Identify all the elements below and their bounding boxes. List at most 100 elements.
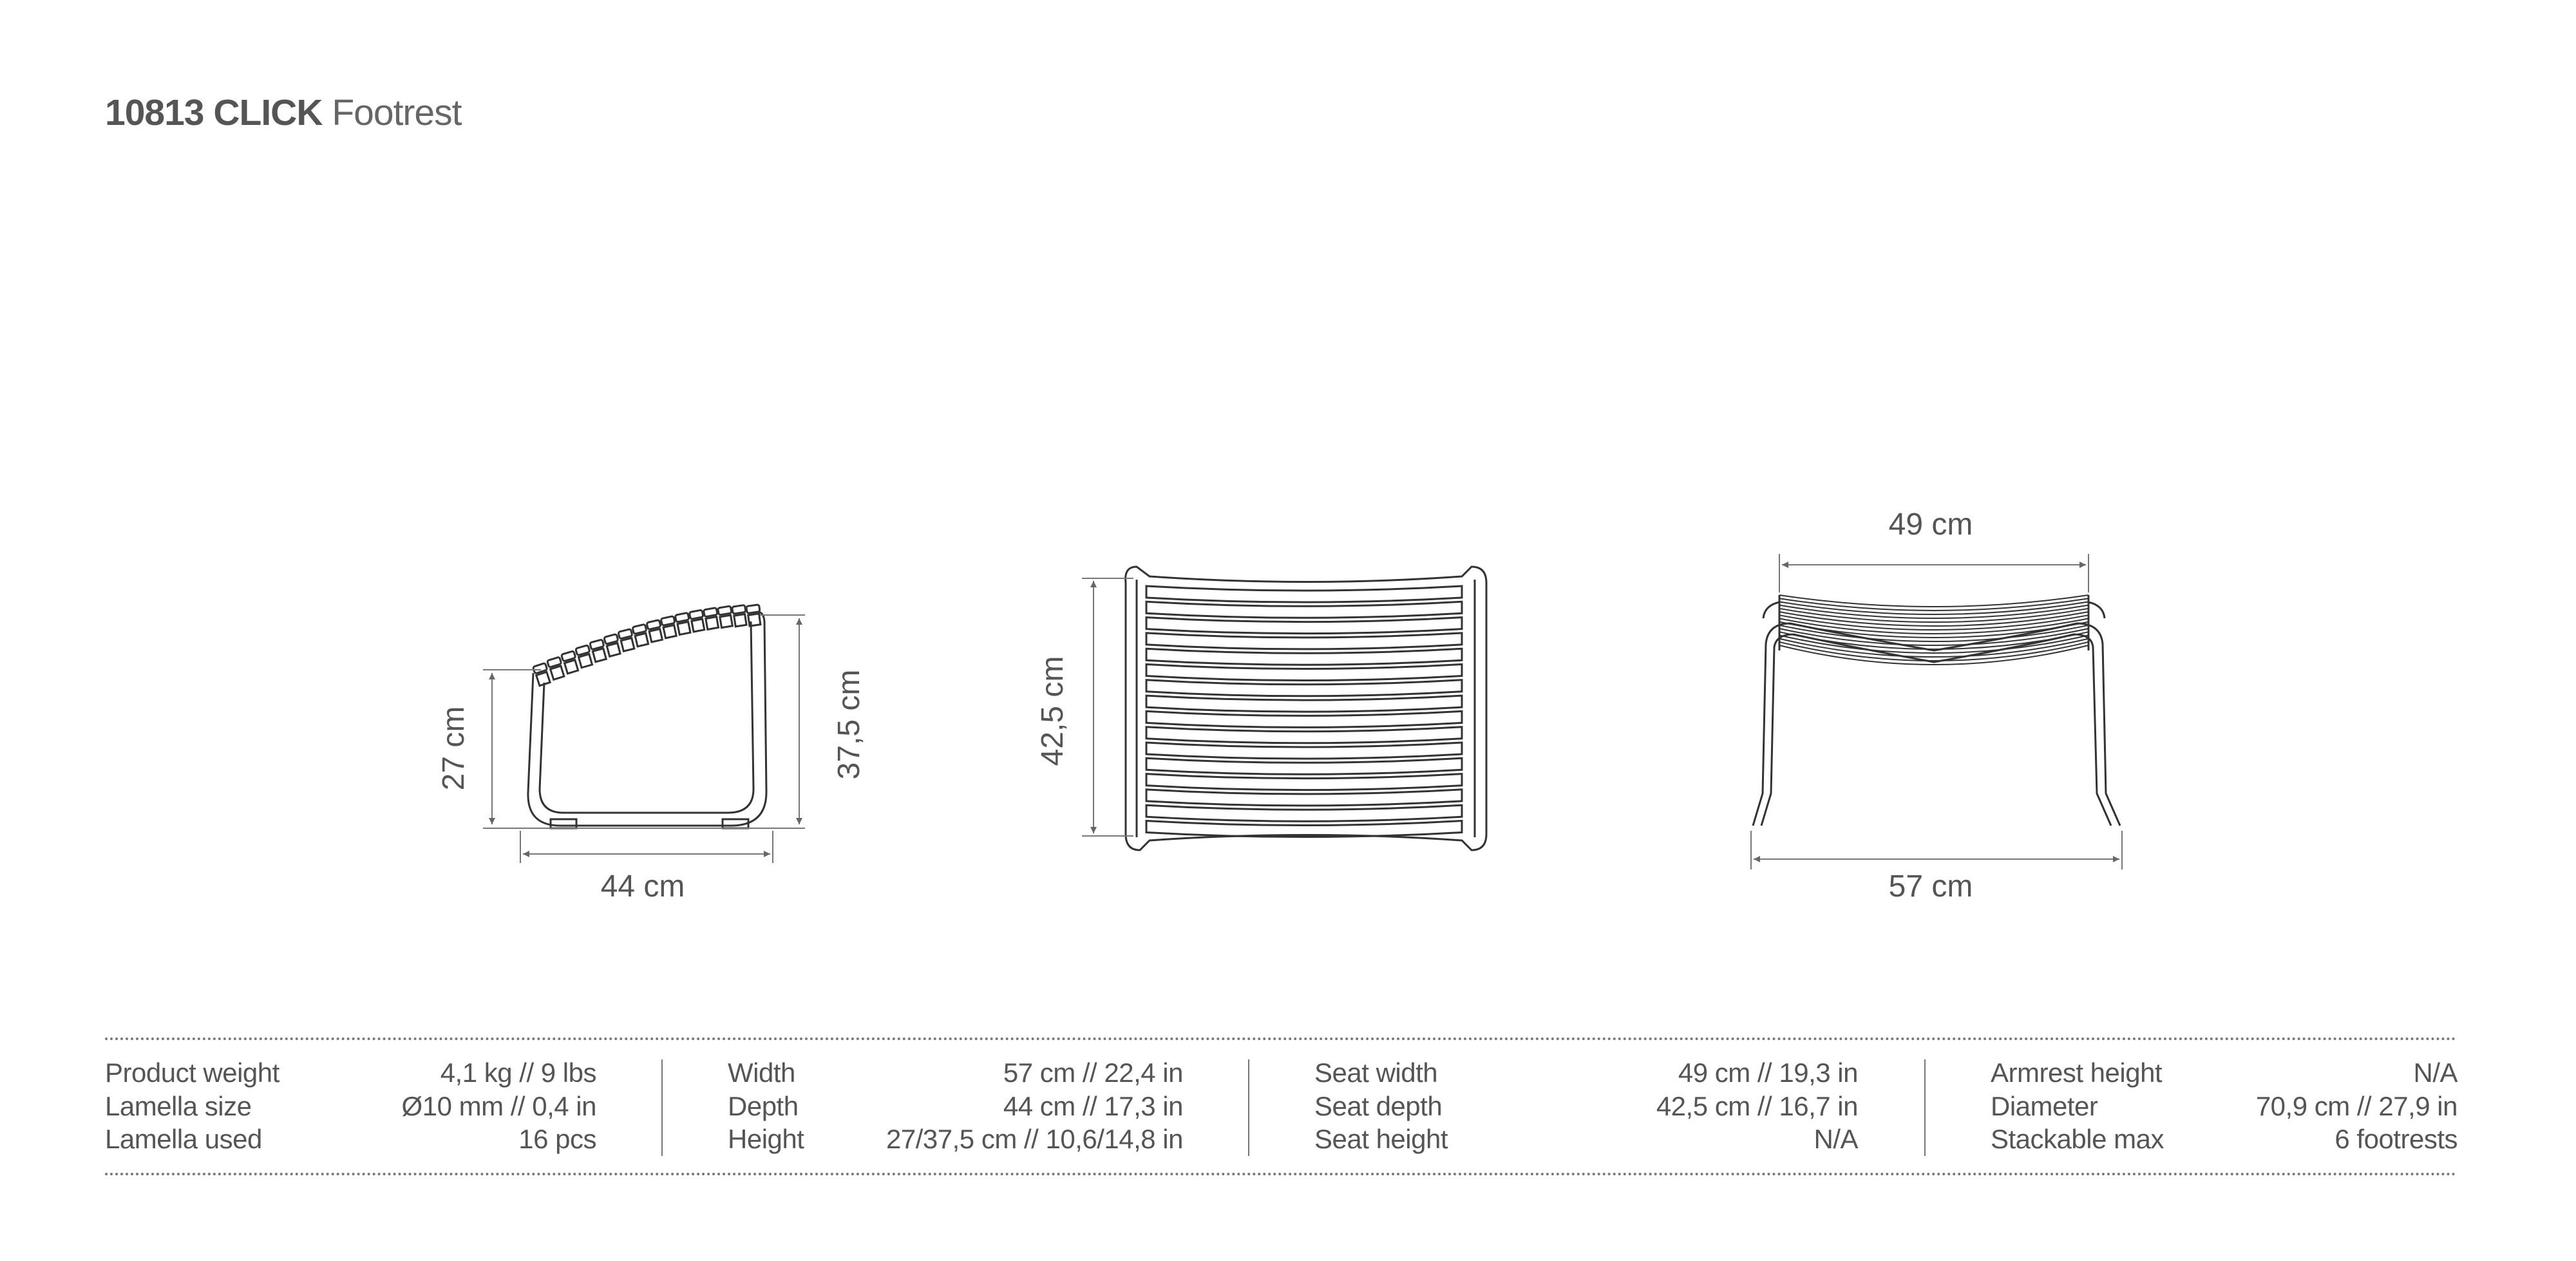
top-lamellas [1145, 585, 1463, 838]
side-lamella-clip [591, 647, 608, 663]
spec-label: Seat depth [1314, 1090, 1443, 1121]
top-lamella [1145, 679, 1463, 697]
top-lamella [1145, 647, 1463, 666]
product-line: CLICK [213, 92, 323, 133]
top-lamella [1145, 788, 1463, 807]
dim-label-side-depth: 44 cm [601, 869, 685, 904]
side-frame [527, 611, 768, 827]
page-title: 10813 CLICK Footrest [105, 91, 462, 134]
side-lamella [745, 603, 762, 627]
dim-label-seat-width: 49 cm [1889, 507, 1973, 542]
spec-value: 70,9 cm // 27,9 in [2255, 1090, 2458, 1121]
dotted-divider-bottom [105, 1173, 2458, 1175]
spec-label: Armrest height [1991, 1057, 2163, 1088]
spec-label: Stackable max [1991, 1124, 2164, 1154]
top-lamella [1145, 710, 1463, 728]
dim-label-total-width: 57 cm [1889, 869, 1973, 904]
front-lamella [1779, 607, 2089, 623]
top-lamella [1145, 616, 1463, 635]
front-lamella [1779, 618, 2089, 634]
dim-label-front-height: 27 cm [437, 706, 471, 791]
side-lamella-clip [577, 652, 594, 669]
dim-label-seat-depth: 42,5 cm [1036, 656, 1070, 766]
side-lamella-cap [646, 619, 661, 630]
dim-label-back-height: 37,5 cm [832, 670, 866, 780]
side-lamella-cap [574, 644, 591, 656]
front-view-drawing [1752, 594, 2121, 826]
spec-value: 6 footrests [2334, 1124, 2458, 1154]
side-lamella-cap [674, 612, 690, 623]
front-lamella [1779, 634, 2089, 654]
column-divider [1248, 1059, 1249, 1156]
spec-label: Lamella size [105, 1090, 252, 1121]
side-lamella-cap [660, 615, 676, 627]
front-lamella [1779, 594, 2089, 607]
top-lamella [1145, 773, 1463, 792]
spec-row: Lamella used 16 pcs [105, 1123, 596, 1156]
side-lamella [674, 612, 692, 636]
side-lamella-cap [688, 609, 705, 620]
side-lamella [618, 628, 636, 653]
side-lamella-cap [589, 639, 605, 650]
spec-label: Depth [728, 1090, 799, 1121]
top-view-drawing [1124, 565, 1488, 851]
side-lamella-cap [632, 623, 647, 635]
spec-label: Product weight [105, 1057, 279, 1088]
side-glide-left [549, 818, 578, 830]
side-lamella [703, 607, 720, 631]
top-lamella [1145, 819, 1463, 838]
spec-value: Ø10 mm // 0,4 in [401, 1090, 597, 1121]
top-lamella [1145, 757, 1463, 775]
side-lamella-cap [603, 633, 619, 645]
side-dimensions [483, 614, 805, 863]
side-lamella-clip [719, 614, 734, 629]
side-lamella [603, 633, 621, 658]
spec-row: Seat height N/A [1314, 1123, 1858, 1156]
spec-row: Height 27/37,5 cm // 10,6/14,8 in [728, 1123, 1183, 1156]
spec-row: Product weight 4,1 kg // 9 lbs [105, 1056, 597, 1090]
front-lamella [1779, 601, 2089, 615]
spec-row: Lamella size Ø10 mm // 0,4 in [105, 1090, 597, 1123]
spec-label: Height [728, 1124, 804, 1154]
product-number: 10813 [105, 92, 205, 133]
side-lamella [646, 619, 664, 643]
spec-value: N/A [1814, 1124, 1858, 1154]
side-lamella-clip [746, 612, 762, 627]
front-lamella [1779, 641, 2089, 661]
side-lamella-cap [618, 628, 633, 640]
side-lamella-clip [535, 670, 551, 687]
spec-value: 16 pcs [518, 1124, 596, 1154]
side-lamella-clip [620, 636, 636, 653]
side-lamella-clip [605, 641, 621, 658]
top-lamella [1145, 585, 1463, 603]
top-lamella [1145, 726, 1463, 744]
spec-label: Lamella used [105, 1124, 262, 1154]
dotted-divider-top [105, 1038, 2458, 1040]
top-frame-outer [1124, 565, 1488, 851]
spec-value: 4,1 kg // 9 lbs [440, 1057, 597, 1088]
top-lamella [1145, 804, 1463, 822]
front-lamella [1779, 624, 2089, 642]
spec-value: 27/37,5 cm // 10,6/14,8 in [886, 1124, 1183, 1154]
side-lamella-cap [745, 603, 761, 614]
spec-value: 57 cm // 22,4 in [1003, 1057, 1184, 1088]
spec-label: Seat height [1314, 1124, 1448, 1154]
side-lamella-clip [634, 632, 650, 648]
front-lamella [1779, 611, 2089, 627]
front-frame [1752, 622, 2121, 826]
front-lamella [1779, 638, 2089, 658]
side-lamella-clip [732, 612, 748, 628]
side-lamella-cap [703, 607, 719, 618]
side-lamella-clip [676, 620, 692, 636]
top-lamella [1145, 663, 1463, 681]
